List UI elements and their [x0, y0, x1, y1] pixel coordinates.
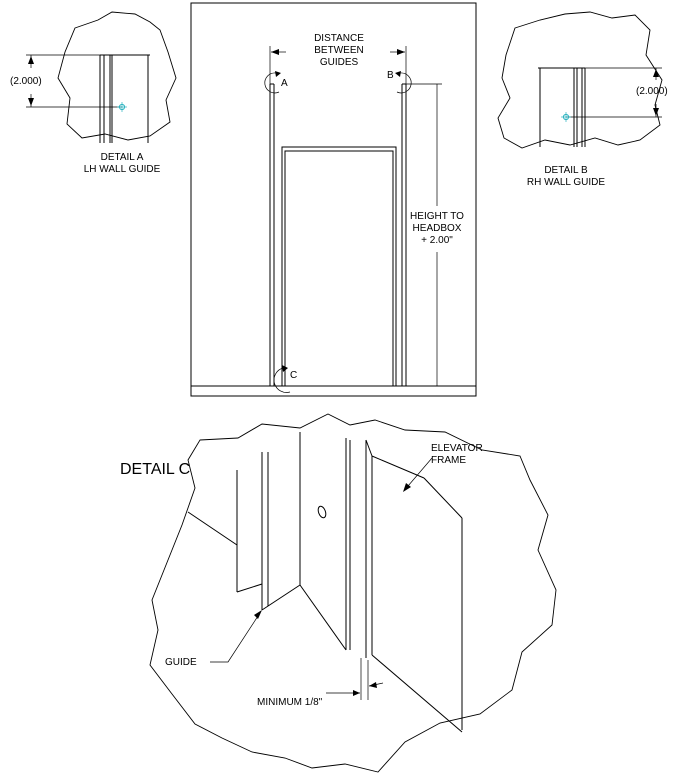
arrow-down-icon — [28, 98, 34, 106]
callout-a-label: A — [281, 78, 288, 89]
frame-leader-arrow-icon — [403, 483, 411, 492]
mounting-hole-icon — [317, 505, 327, 519]
callout-b-label: B — [387, 70, 394, 81]
frame-label-line1: ELEVATOR — [431, 443, 483, 454]
bracket-flange-edge — [236, 583, 263, 593]
door-opening-outer — [281, 146, 397, 386]
arrow-left-icon — [271, 49, 279, 55]
minimum-gap-label: MINIMUM 1/8" — [257, 697, 323, 708]
callout-a-arrow-icon — [275, 71, 281, 77]
height-label-line2: HEADBOX — [413, 223, 462, 234]
bracket-flange-edge — [187, 511, 238, 546]
arrow-right-icon — [353, 690, 360, 696]
distance-label-line2: BETWEEN — [314, 45, 363, 56]
detail-b-title: DETAIL B — [544, 165, 588, 176]
elevation-border — [190, 2, 477, 397]
detail-a-title: DETAIL A — [101, 152, 144, 163]
callout-b-circle — [396, 72, 412, 94]
arrow-left-icon — [369, 682, 377, 688]
door-opening-inner — [284, 150, 394, 386]
height-label-line3: + 2.00" — [421, 235, 453, 246]
frame-edge — [423, 477, 463, 519]
detail-c: DETAIL C ELEVATOR FRAME GUIDE MINIMUM 1/… — [120, 413, 557, 773]
arrow-right-icon — [397, 49, 405, 55]
callout-c-arrow-icon — [282, 365, 288, 372]
frame-label-line2: FRAME — [431, 455, 466, 466]
distance-label-line1: DISTANCE — [314, 33, 364, 44]
detail-b-subtitle: RH WALL GUIDE — [527, 177, 605, 188]
detail-a: (2.000) DETAIL A LH WALL GUIDE — [10, 11, 177, 175]
frame-edge — [371, 455, 425, 479]
detail-b-dimension: (2.000) — [636, 86, 668, 97]
arrow-down-icon — [653, 108, 659, 116]
callout-c-circle — [273, 367, 291, 393]
detail-a-boundary — [57, 11, 177, 141]
frame-leader-line — [407, 457, 433, 487]
frame-edge — [371, 654, 463, 733]
detail-b-boundary — [497, 11, 663, 149]
arrow-up-icon — [28, 56, 34, 64]
detail-a-subtitle: LH WALL GUIDE — [84, 164, 161, 175]
detail-a-dimension: (2.000) — [10, 76, 42, 87]
detail-b: (2.000) DETAIL B RH WALL GUIDE — [497, 11, 668, 188]
callout-a-circle — [264, 72, 280, 94]
guide-channel-edge — [261, 584, 301, 611]
height-label-line1: HEIGHT TO — [410, 211, 464, 222]
guide-leader-arrow-icon — [254, 610, 262, 619]
guide-channel-edge — [299, 584, 347, 651]
arrow-up-icon — [653, 69, 659, 77]
distance-label-line3: GUIDES — [320, 57, 359, 68]
elevation-view: DISTANCE BETWEEN GUIDES A B C HEIGHT TO … — [190, 2, 477, 397]
guide-label: GUIDE — [165, 657, 197, 668]
callout-c-label: C — [290, 370, 297, 381]
detail-c-boundary — [149, 413, 557, 773]
detail-c-title: DETAIL C — [120, 461, 190, 478]
guide-leader-line — [210, 615, 259, 663]
callout-b-arrow-icon — [395, 71, 401, 77]
frame-edge — [365, 439, 373, 457]
